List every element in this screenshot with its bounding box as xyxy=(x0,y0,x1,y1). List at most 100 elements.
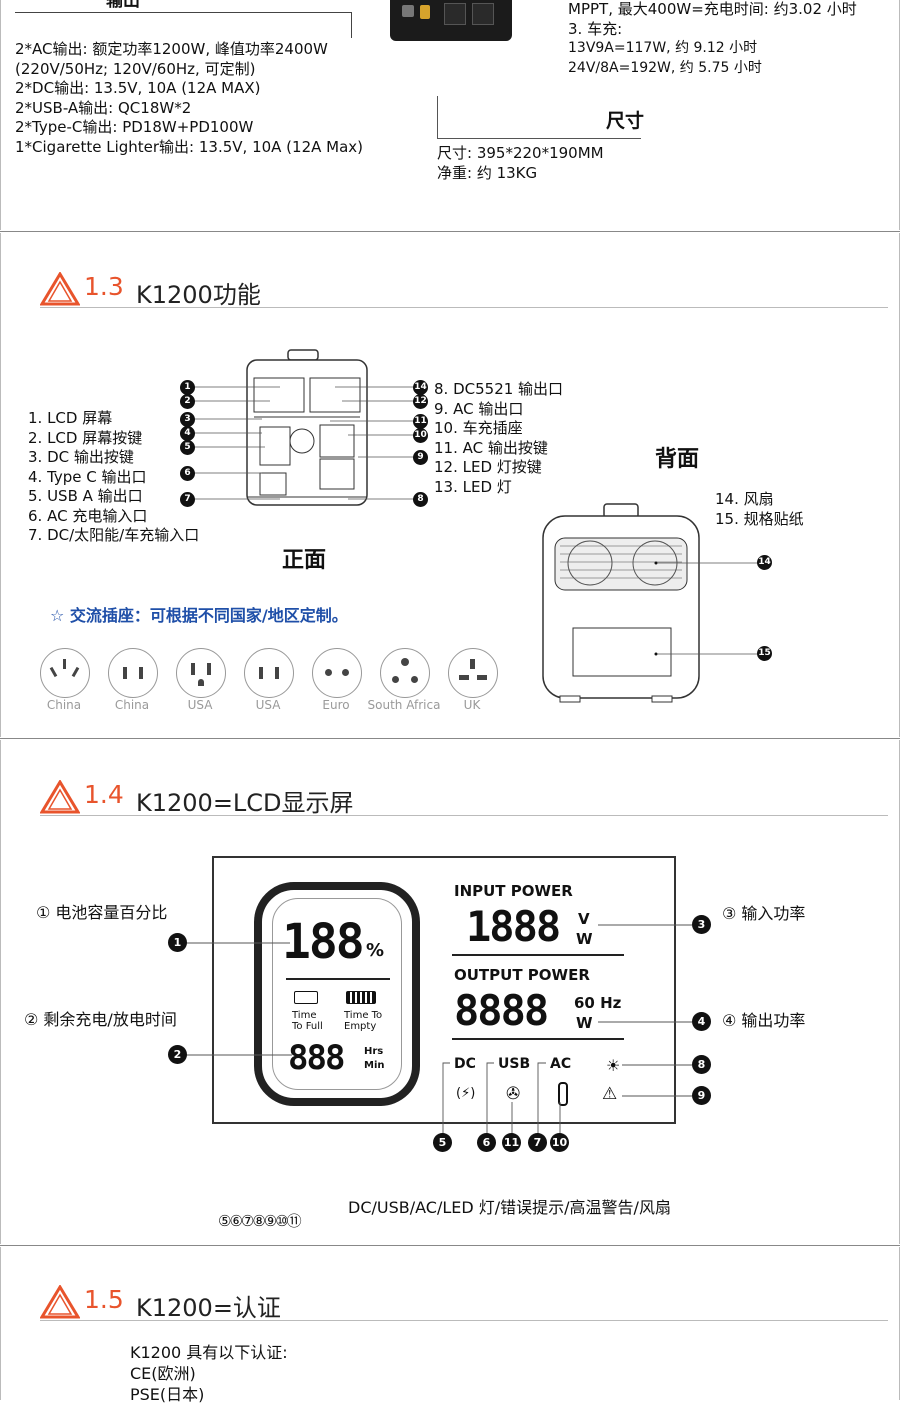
percent-unit: % xyxy=(366,940,385,961)
feature-item: 1. LCD 屏幕 xyxy=(28,409,113,427)
time-to-empty-label: Time To Empty xyxy=(344,1010,383,1032)
back-label: 背面 xyxy=(655,447,700,472)
lcd-callout: 10 xyxy=(550,1133,569,1152)
callout-badge: 2 xyxy=(180,394,195,409)
charging-icon xyxy=(294,991,318,1004)
section-title: K1200=LCD显示屏 xyxy=(136,789,354,817)
front-feature-list-right: 8. DC5521 输出口 9. AC 输出口 10. 车充插座 11. AC … xyxy=(434,380,563,497)
callout-badge: 7 xyxy=(180,492,195,507)
heading-rule-tick xyxy=(351,12,352,38)
output-spec-line: 1*Cigarette Lighter输出: 13.5V, 10A (12A M… xyxy=(15,137,364,156)
certification-line: K1200 具有以下认证: xyxy=(130,1343,288,1362)
size-rule-vertical xyxy=(437,96,438,138)
plug-usa-icon xyxy=(176,648,226,698)
feature-item: 2. LCD 屏幕按键 xyxy=(28,428,143,447)
plug-label: Euro xyxy=(322,698,350,712)
feature-item: 7. DC/太阳能/车充输入口 xyxy=(28,526,200,544)
section-number: 1.4 xyxy=(84,780,124,809)
callout-badge: 5 xyxy=(180,440,195,455)
callout-badge: 9 xyxy=(413,450,428,465)
charge-spec-list: MPPT, 最大400W=充电时间: 约3.02 小时 3. 车充: 13V9A… xyxy=(568,0,857,78)
output-w-unit: W xyxy=(576,1014,593,1032)
plug-china-icon xyxy=(40,648,90,698)
fan-icon: ✇ xyxy=(506,1084,521,1104)
plug-label: China xyxy=(114,698,150,712)
feature-item: 3. DC 输出按键 xyxy=(28,448,134,466)
front-device-illustration xyxy=(192,349,418,506)
output-spec-line: 2*AC输出: 额定功率1200W, 峰值功率2400W xyxy=(15,40,328,58)
time-digits: 888 xyxy=(288,1038,345,1078)
callout-badge: 15 xyxy=(757,646,772,661)
heading-rule xyxy=(15,12,351,13)
feature-item: 8. DC5521 输出口 xyxy=(434,380,564,398)
charge-spec-line: 24V/8A=192W, 约 5.75 小时 xyxy=(568,59,762,76)
front-label: 正面 xyxy=(282,548,327,573)
label-output-power: ④ 输出功率 xyxy=(722,1011,806,1030)
plug-label: USA xyxy=(255,698,281,712)
hz-unit: 60 Hz xyxy=(574,994,622,1012)
certification-line: CE(欧洲) xyxy=(130,1364,196,1383)
dc-indicator: DC xyxy=(454,1056,476,1072)
separator xyxy=(0,738,900,739)
label-input-power: ③ 输入功率 xyxy=(722,904,806,923)
indicator-circled-numbers: ⑤⑥⑦⑧⑨⑩⑪ xyxy=(218,1212,302,1230)
size-spec-line: 净重: 约 13KG xyxy=(437,163,538,182)
output-spec-line: 2*Type-C输出: PD18W+PD100W xyxy=(15,118,254,136)
output-divider xyxy=(452,1038,624,1040)
min-label: Min xyxy=(364,1060,385,1071)
plug-china-icon xyxy=(108,648,158,698)
section-rule xyxy=(40,1320,888,1321)
lcd-callout: 6 xyxy=(477,1133,496,1152)
lcd-callout: 8 xyxy=(692,1055,711,1074)
section-rule xyxy=(40,815,888,816)
callout-badge: 10 xyxy=(413,428,428,443)
error-icon: (⚡) xyxy=(456,1086,476,1101)
output-power-digits: 8888 xyxy=(454,986,549,1035)
plug-uk-icon xyxy=(448,648,498,698)
plug-label: China xyxy=(46,698,82,712)
size-spec-line: 尺寸: 395*220*190MM xyxy=(437,144,604,162)
section-title: K1200功能 xyxy=(136,281,261,309)
warning-icon: ⚠ xyxy=(602,1084,618,1104)
battery-frame xyxy=(254,882,420,1106)
battery-icon xyxy=(346,991,376,1004)
input-w-unit: W xyxy=(576,930,593,948)
ac-indicator: AC xyxy=(550,1056,572,1072)
hrs-label: Hrs xyxy=(364,1046,384,1057)
lcd-display: 188 % Time To Full Time To Empty 888 Hrs… xyxy=(212,856,676,1124)
thermometer-icon xyxy=(558,1082,568,1106)
battery-inner xyxy=(272,898,402,1090)
certification-list: K1200 具有以下认证: CE(欧洲) PSE(日本) xyxy=(130,1342,288,1405)
callout-badge: 1 xyxy=(180,380,195,395)
time-to-full-label: Time To Full xyxy=(292,1010,323,1032)
socket-note: ☆ 交流插座：可根据不同国家/地区定制。 xyxy=(50,606,348,625)
callout-badge: 14 xyxy=(413,380,428,395)
feature-item: 5. USB A 输出口 xyxy=(28,487,143,505)
usb-indicator: USB xyxy=(498,1056,531,1072)
plug-label: UK xyxy=(463,698,481,712)
plug-south-africa-icon xyxy=(380,648,430,698)
input-v-unit: V xyxy=(578,910,590,928)
battery-divider xyxy=(286,978,390,980)
charge-spec-line: 3. 车充: xyxy=(568,19,623,38)
back-device-illustration xyxy=(542,503,758,703)
warning-triangle-icon xyxy=(40,272,80,306)
warning-triangle-icon xyxy=(40,1285,80,1319)
size-spec-list: 尺寸: 395*220*190MM 净重: 约 13KG xyxy=(437,144,604,183)
separator xyxy=(0,1245,900,1246)
lcd-callout: 1 xyxy=(168,933,187,952)
lcd-callout: 3 xyxy=(692,915,711,934)
callout-badge: 6 xyxy=(180,466,195,481)
plug-label: USA xyxy=(187,698,213,712)
led-light-icon: ☀ xyxy=(606,1056,621,1075)
section-number: 1.5 xyxy=(84,1285,124,1314)
output-power-title: OUTPUT POWER xyxy=(454,966,590,984)
output-spec-line: (220V/50Hz; 120V/60Hz, 可定制) xyxy=(15,59,256,78)
callout-badge: 12 xyxy=(413,394,428,409)
charge-spec-line: MPPT, 最大400W=充电时间: 约3.02 小时 xyxy=(568,0,857,18)
size-title: 尺寸 xyxy=(606,110,645,132)
warning-triangle-icon xyxy=(40,780,80,814)
charge-spec-line: 13V9A=117W, 约 9.12 小时 xyxy=(568,40,758,56)
lcd-callout: 11 xyxy=(502,1133,521,1152)
feature-item: 13. LED 灯 xyxy=(434,477,512,496)
